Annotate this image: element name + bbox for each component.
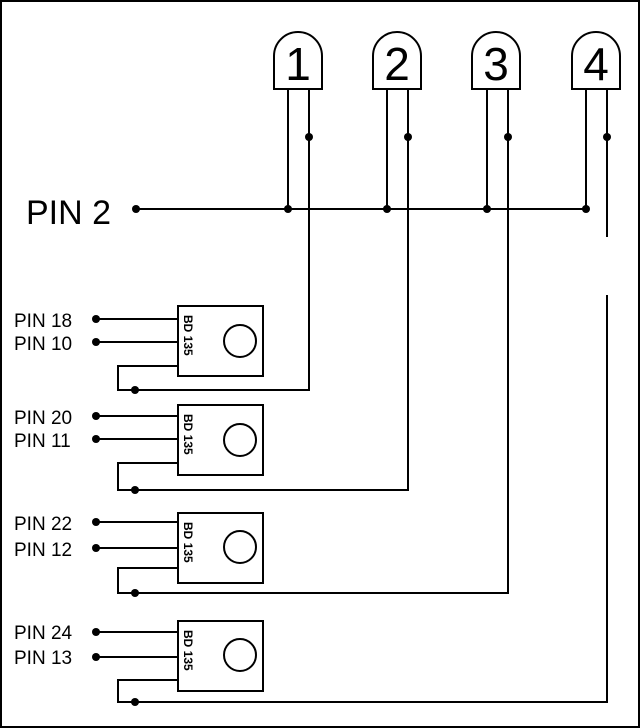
transistor-4: PIN 24 PIN 13 BD 135	[14, 620, 264, 706]
transistor-package	[177, 404, 264, 476]
emitter-node	[131, 698, 139, 706]
led-1: 1	[273, 31, 323, 213]
pin-b-label: PIN 13	[14, 648, 72, 669]
return-wire-led-3	[135, 137, 509, 594]
led-4: 4	[571, 31, 621, 213]
transistor-package	[177, 305, 264, 377]
emitter-wire	[117, 462, 178, 491]
pin-a-label: PIN 24	[14, 623, 73, 644]
transistor-package	[177, 620, 264, 692]
transistor-3: PIN 22 PIN 12 BD 135	[14, 512, 264, 597]
transistor-1: PIN 18 PIN 10 BD 135	[14, 305, 264, 394]
led-number: 4	[583, 38, 609, 90]
led-2: 2	[372, 31, 422, 213]
return-wire-led-4-lower	[135, 295, 608, 703]
led-body	[571, 31, 621, 90]
pin-b-label: PIN 10	[14, 334, 72, 355]
part-label: BD 135	[181, 315, 195, 356]
mounting-hole	[223, 324, 257, 358]
mounting-hole	[223, 530, 257, 564]
common-pin-label: PIN 2	[26, 194, 111, 232]
return-wire-led-2	[135, 137, 409, 491]
mounting-hole	[223, 638, 257, 672]
emitter-wire	[117, 679, 178, 703]
led-anode-node	[284, 205, 292, 213]
return-wire-led-1	[135, 137, 310, 391]
mounting-hole	[223, 423, 257, 457]
part-label: BD 135	[181, 630, 195, 671]
emitter-node	[131, 386, 139, 394]
emitter-wire	[117, 365, 178, 391]
emitter-wire	[117, 567, 178, 594]
part-label: BD 135	[181, 414, 195, 455]
led-3: 3	[471, 31, 521, 213]
pin-b-label: PIN 12	[14, 540, 72, 561]
transistor-package	[177, 512, 264, 584]
emitter-node	[131, 486, 139, 494]
led-body	[471, 31, 521, 90]
pin-a-label: PIN 22	[14, 514, 72, 535]
emitter-node	[131, 589, 139, 597]
transistor-2: PIN 20 PIN 11 BD 135	[14, 404, 264, 494]
led-body	[273, 31, 323, 90]
part-label: BD 135	[181, 522, 195, 563]
led-anode-node	[383, 205, 391, 213]
led-number: 1	[285, 38, 311, 90]
pin-b-label: PIN 11	[14, 431, 71, 452]
led-number: 2	[384, 38, 410, 90]
led-anode-node	[582, 205, 590, 213]
led-number: 3	[483, 38, 509, 90]
pin-a-label: PIN 20	[14, 408, 72, 429]
led-body	[372, 31, 422, 90]
led-anode-node	[483, 205, 491, 213]
pin-a-label: PIN 18	[14, 311, 72, 332]
